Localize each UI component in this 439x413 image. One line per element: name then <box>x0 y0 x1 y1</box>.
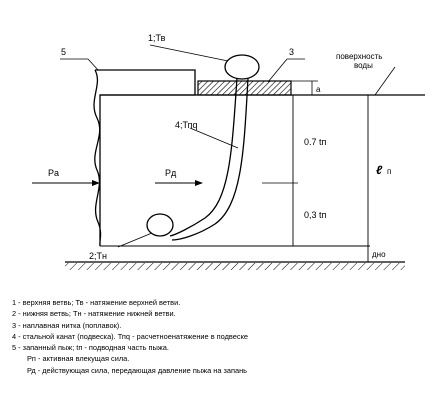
label-5: 5 <box>61 47 66 57</box>
label-4-leader <box>189 127 239 149</box>
label-a: а <box>316 85 321 94</box>
pa-arrowhead <box>92 180 100 186</box>
upper-branch-circle <box>224 54 260 80</box>
riverbed-hatch <box>65 263 405 270</box>
label-2: 2;Тн <box>89 251 107 261</box>
float-boom-diagram: 5 1;Тв 3 поверхность воды а 4;Тпq 0.7 tп… <box>32 33 425 270</box>
label-4: 4;Тпq <box>175 120 198 130</box>
legend-item: 4 - стальной канат (подвеска). Тпq - рас… <box>12 331 249 341</box>
label-2-leader <box>117 232 153 248</box>
surface-label-line1: поверхность <box>336 52 382 61</box>
surface-leader <box>374 66 396 96</box>
pa-label: Pа <box>48 168 59 178</box>
label-3: 3 <box>289 47 294 57</box>
lower-branch-circle <box>146 213 174 237</box>
boom-body <box>93 69 196 247</box>
steel-cable-inner <box>171 77 249 241</box>
pd-arrowhead <box>195 180 203 186</box>
surface-label-line2: воды <box>354 61 373 70</box>
ratio-07-label: 0.7 tп <box>304 137 327 147</box>
legend-item: 5 - запанный пыж; tп - подводная часть п… <box>12 343 169 353</box>
label-3-leader-2 <box>267 58 288 83</box>
float-block <box>197 80 292 96</box>
bottom-label: дно <box>372 250 386 259</box>
label-5-leader-2 <box>87 58 99 71</box>
legend-item: Рп - активная влекущая сила. <box>27 354 130 364</box>
lp-label: ℓ <box>376 163 383 177</box>
pd-label: Pд <box>165 168 177 178</box>
label-1-leader <box>149 44 229 62</box>
label-1: 1;Тв <box>148 33 166 43</box>
lp-sub-label: п <box>387 167 391 176</box>
steel-cable-outer <box>169 77 238 237</box>
legend-item: 3 - наплавная нитка (поплавок). <box>12 320 122 330</box>
legend-item: Рд - действующая сила, передающая давлен… <box>27 365 248 375</box>
ratio-03-label: 0,3 tп <box>304 210 327 220</box>
legend-item: 2 - нижняя ветвь; Тн - натяжение нижней … <box>12 309 176 319</box>
legend: 1 - верхняя ветвь; Тв - натяжение верхне… <box>12 297 432 376</box>
legend-item: 1 - верхняя ветвь; Тв - натяжение верхне… <box>12 298 181 307</box>
